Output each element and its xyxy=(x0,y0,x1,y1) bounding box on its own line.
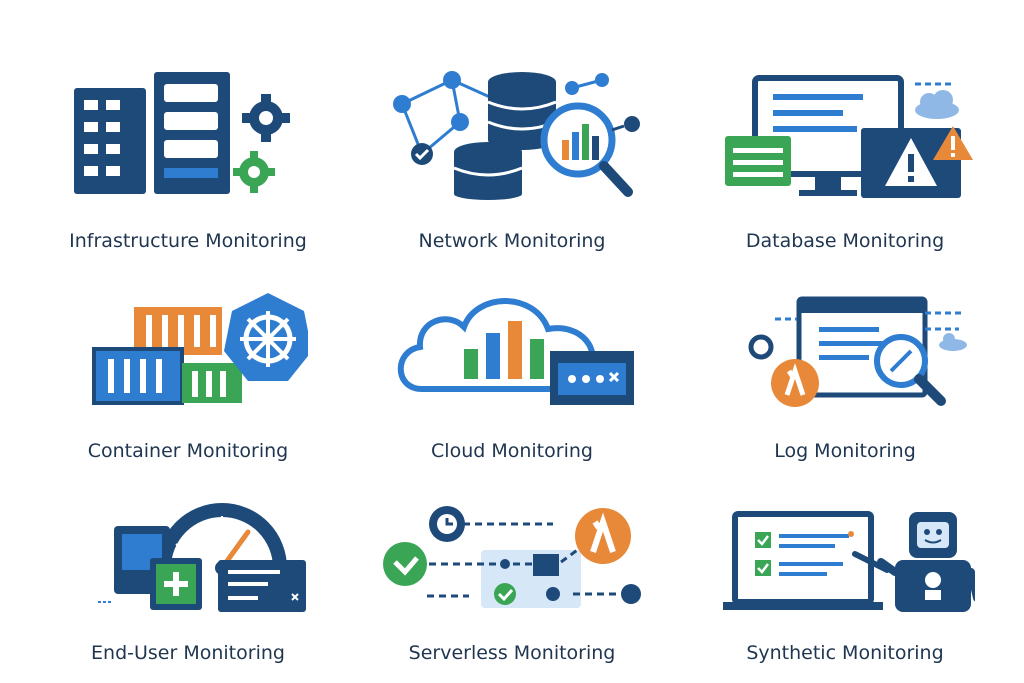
tile-log-monitoring: Log Monitoring xyxy=(695,285,995,485)
gauge-devices-icon xyxy=(98,503,306,612)
tile-synthetic-monitoring: Synthetic Monitoring xyxy=(695,500,995,683)
tile-label: End-User Monitoring xyxy=(91,642,285,664)
tile-label: Database Monitoring xyxy=(745,230,945,252)
log-lambda-search-icon xyxy=(748,296,967,407)
monitor-alert-icon xyxy=(725,75,973,198)
tile-cloud-monitoring: Cloud Monitoring xyxy=(362,285,662,485)
tile-label: Infrastructure Monitoring xyxy=(69,230,307,252)
containers-kubernetes-icon xyxy=(92,293,308,405)
tile-label: Synthetic Monitoring xyxy=(746,642,944,664)
tile-network-monitoring: Network Monitoring xyxy=(362,60,662,260)
tile-database-monitoring: Database Monitoring xyxy=(695,60,995,260)
tile-label: Serverless Monitoring xyxy=(408,642,616,664)
tile-label: Network Monitoring xyxy=(418,230,606,252)
server-rack-gears-icon xyxy=(74,72,290,194)
laptop-robot-icon xyxy=(723,511,975,612)
tile-end-user-monitoring: End-User Monitoring xyxy=(38,500,338,683)
tile-serverless-monitoring: Serverless Monitoring xyxy=(362,500,662,683)
network-database-search-icon xyxy=(393,71,640,200)
cloud-chart-icon xyxy=(397,298,634,405)
tile-label: Cloud Monitoring xyxy=(431,440,593,462)
tile-infrastructure-monitoring: Infrastructure Monitoring xyxy=(38,60,338,260)
serverless-flow-icon xyxy=(383,506,641,608)
tile-label: Container Monitoring xyxy=(87,440,289,462)
tile-container-monitoring: Container Monitoring xyxy=(38,285,338,485)
tile-label: Log Monitoring xyxy=(774,440,916,462)
